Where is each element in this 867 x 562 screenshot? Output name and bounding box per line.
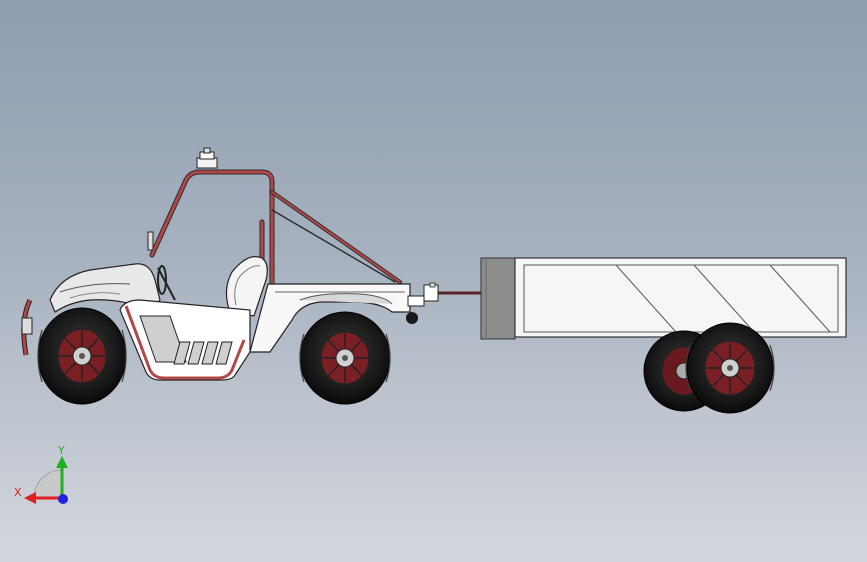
- coordinate-triad-icon[interactable]: Y X: [14, 444, 68, 504]
- trailer[interactable]: [423, 257, 847, 414]
- trailer-wheel-front: [685, 322, 775, 414]
- utility-vehicle[interactable]: [21, 147, 425, 405]
- axis-y-label: Y: [57, 444, 65, 457]
- trailer-front-panel: [480, 257, 516, 340]
- axis-x-label: X: [14, 486, 22, 499]
- rear-wheel: [299, 311, 391, 405]
- roof-light-icon: [196, 147, 218, 169]
- roll-cage: [149, 169, 402, 293]
- steering-wheel: [157, 265, 167, 295]
- trailer-bed: [514, 257, 847, 338]
- front-fender: [49, 263, 161, 313]
- front-wheel: [37, 307, 127, 405]
- hitch-ball: [406, 312, 418, 324]
- side-vents: [139, 315, 233, 365]
- front-bumper: [21, 298, 33, 356]
- side-mirror: [147, 231, 154, 251]
